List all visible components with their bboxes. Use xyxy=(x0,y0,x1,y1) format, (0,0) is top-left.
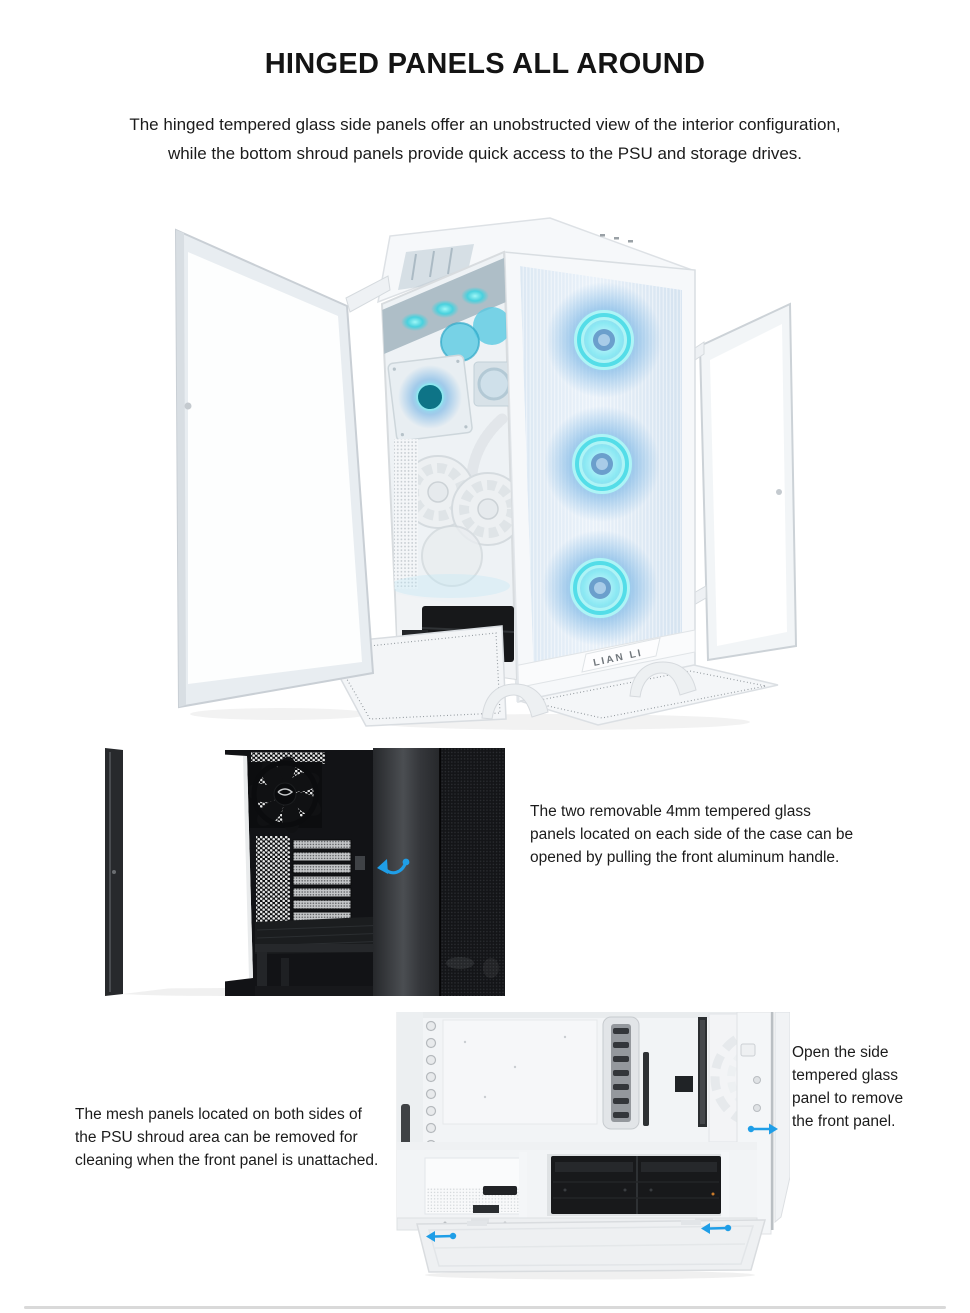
front-mesh-panel: LIAN LI xyxy=(502,251,696,703)
power-button-dots xyxy=(600,234,633,243)
glass-panel-photo xyxy=(105,748,505,996)
door-hinge xyxy=(345,275,391,313)
front-panel-open xyxy=(373,748,505,996)
interior-rgb-fan xyxy=(387,354,473,442)
front-panel-caption: Open the side tempered glass panel to re… xyxy=(792,1044,904,1130)
hinge-open-arrow-icon xyxy=(377,858,410,875)
left-glass-door xyxy=(174,228,391,709)
door-shadow xyxy=(190,708,370,720)
brand-badge xyxy=(581,637,661,673)
storage-drives xyxy=(551,1156,721,1214)
pci-slot-covers xyxy=(292,839,352,922)
front-fan-middle xyxy=(544,406,660,522)
section-divider xyxy=(24,1306,946,1309)
door-slide-left-arrow-icon xyxy=(426,1231,457,1242)
cpu-cooler-fans xyxy=(401,455,516,587)
opened-glass-door xyxy=(105,748,253,996)
motherboard-tray xyxy=(442,1019,598,1125)
bottom-shroud-door xyxy=(416,1219,766,1280)
door-slide-left-arrow-icon-2 xyxy=(701,1223,732,1234)
hero-case-photo: LIAN LI xyxy=(130,214,835,730)
right-glass-door xyxy=(691,302,798,662)
cable-cover xyxy=(602,1016,640,1130)
aio-pump xyxy=(473,361,515,407)
front-fan-top xyxy=(546,282,662,398)
psu-shroud-photo xyxy=(395,1012,790,1285)
mesh-panel-caption: The mesh panels located on both sides of… xyxy=(75,1106,379,1169)
front-fan-blades xyxy=(710,1030,743,1126)
intro-paragraph: The hinged tempered glass side panels of… xyxy=(129,115,841,163)
side-handle xyxy=(401,1104,410,1146)
front-fan-bottom xyxy=(542,530,658,646)
slide-out-arrow-icon xyxy=(747,1123,778,1135)
page-title: HINGED PANELS ALL AROUND xyxy=(264,48,706,80)
open-glass-edge xyxy=(774,1012,790,1224)
glass-panel-caption: The two removable 4mm tempered glass pan… xyxy=(530,803,854,866)
rear-fan xyxy=(246,756,322,833)
case-interior xyxy=(380,250,518,681)
psu-shroud-band xyxy=(396,1142,758,1231)
